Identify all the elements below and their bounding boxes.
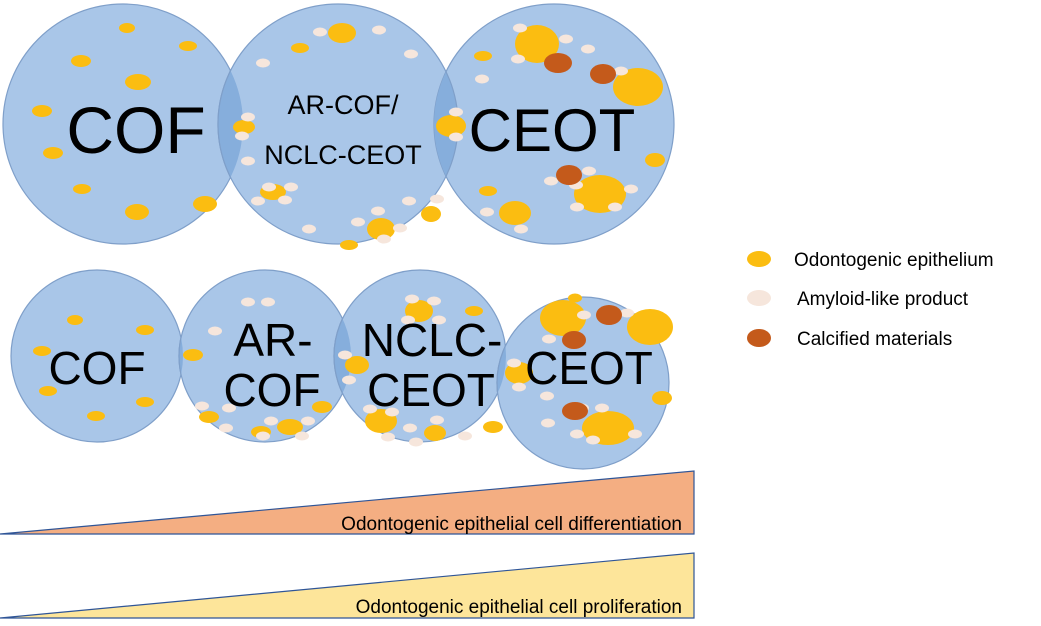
legend-item-epithelium: Odontogenic epithelium — [747, 250, 994, 271]
bottom-label-cof: COF — [48, 342, 145, 394]
bottom-overlap-2 — [333, 270, 351, 442]
top-calcified-group — [544, 53, 616, 185]
yellow-ellipse-icon — [747, 251, 771, 267]
top-amyloid-group — [235, 23, 638, 244]
bottom-label-nclc-line1: NCLC- — [362, 314, 503, 366]
legend-label-amyloid: Amyloid-like product — [797, 289, 969, 310]
top-epithelium-group — [32, 23, 665, 250]
differentiation-wedge — [0, 470, 695, 535]
bottom-label-ar-cof-line2: COF — [223, 364, 320, 416]
bottom-label-ar-cof-line1: AR- — [233, 314, 312, 366]
proliferation-gradient: Odontogenic epithelial cell proliferatio… — [0, 552, 695, 619]
differentiation-label: Odontogenic epithelial cell differentiat… — [341, 514, 682, 535]
legend: Odontogenic epithelium Amyloid-like prod… — [747, 250, 994, 350]
bottom-calcified-group — [562, 305, 622, 420]
legend-item-calcified: Calcified materials — [747, 329, 952, 350]
bottom-overlap-3 — [496, 296, 506, 442]
bottom-label-nclc-line2: CEOT — [367, 364, 495, 416]
differentiation-gradient: Odontogenic epithelial cell differentiat… — [0, 470, 695, 535]
top-label-middle-line1: AR-COF/ — [288, 90, 399, 120]
brown-ellipse-icon — [747, 329, 771, 347]
proliferation-wedge — [0, 552, 695, 619]
top-label-middle-line2: NCLC-CEOT — [264, 140, 422, 170]
top-label-cof: COF — [66, 93, 205, 167]
bottom-overlap-1 — [178, 270, 183, 442]
top-overlap-left — [217, 4, 243, 244]
legend-item-amyloid: Amyloid-like product — [747, 289, 969, 310]
proliferation-label: Odontogenic epithelial cell proliferatio… — [356, 597, 682, 618]
legend-label-epithelium: Odontogenic epithelium — [794, 250, 994, 271]
top-label-ceot: CEOT — [469, 97, 636, 164]
bottom-label-ceot: CEOT — [525, 342, 653, 394]
bottom-row-venn: COF AR- COF NCLC- CEOT CEOT — [10, 269, 673, 470]
top-row-venn: COF AR-COF/ NCLC-CEOT CEOT — [2, 3, 675, 250]
legend-label-calcified: Calcified materials — [797, 329, 952, 350]
pale-ellipse-icon — [747, 290, 771, 306]
